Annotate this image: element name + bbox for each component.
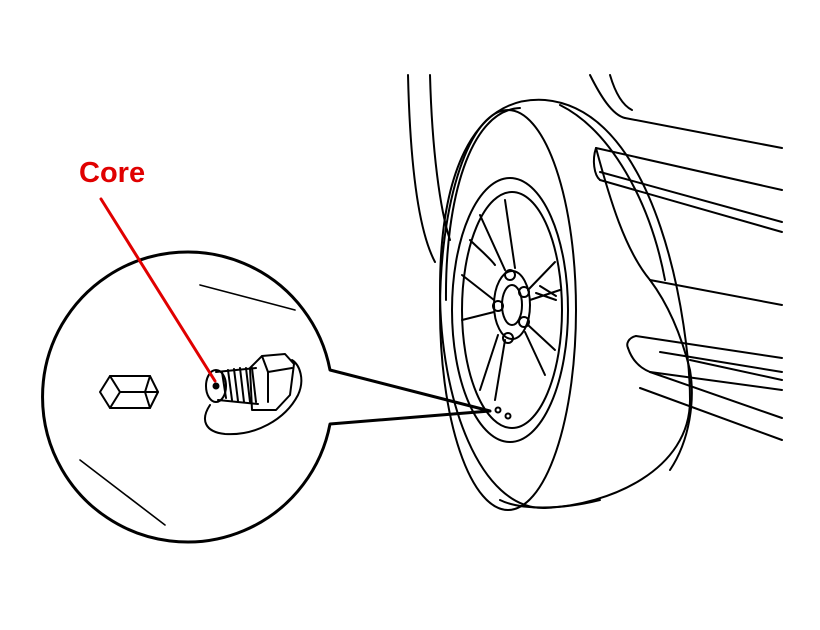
- callout-leader-line: [99, 197, 217, 383]
- callout-label-core: Core: [79, 157, 146, 189]
- magnified-inset: [41, 250, 492, 544]
- valve-cap-icon: [99, 375, 159, 409]
- valve-stem-icon: [204, 353, 303, 436]
- tire-wheel-icon: [439, 98, 691, 511]
- valve-stem-location: [494, 406, 502, 414]
- valve-core-pin: [212, 382, 220, 390]
- inset-shading: [79, 284, 296, 526]
